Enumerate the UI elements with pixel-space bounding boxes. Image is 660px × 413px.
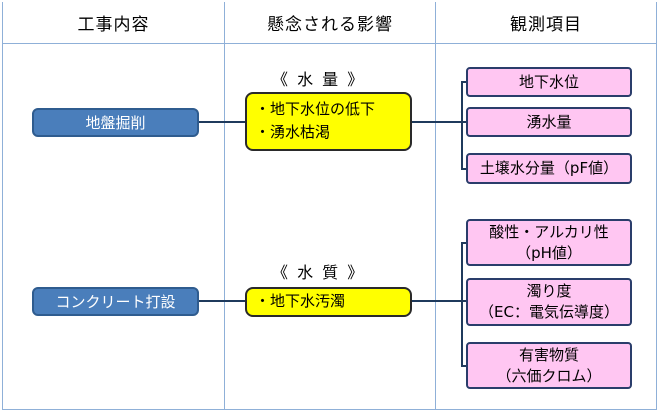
work-box-concrete: コンクリート打設	[32, 287, 199, 316]
observation-box-groundwater-level: 地下水位	[466, 67, 632, 97]
connector-obs-6	[461, 365, 467, 367]
connector-obs-1	[461, 81, 467, 83]
work-label-excavation: 地盤掘削	[85, 114, 146, 132]
work-box-excavation: 地盤掘削	[32, 108, 199, 137]
observation-sublabel: （pH値）	[516, 243, 582, 262]
header-impact-label: 懸念される影響	[267, 15, 393, 35]
connector-branch-vertical	[461, 81, 463, 170]
connector-obs-5	[461, 300, 467, 302]
connector-obs-2	[461, 121, 467, 123]
header-work: 工事内容	[3, 2, 224, 44]
column-divider-2	[435, 2, 436, 410]
category-quality: 《 水 質 》	[272, 263, 366, 282]
work-label-concrete: コンクリート打設	[55, 293, 176, 311]
connector-obs-4	[461, 242, 467, 244]
connector-impact2-branch	[411, 300, 463, 302]
observation-box-soil-moisture: 土壌水分量（pF値）	[466, 153, 632, 184]
observation-label: 酸性・アルカリ性	[489, 222, 609, 241]
observation-sublabel: （六価クロム）	[496, 366, 602, 385]
observation-label: 地下水位	[518, 72, 579, 91]
category-quantity: 《 水 量 》	[272, 70, 366, 89]
connector-work1-impact	[198, 121, 246, 123]
impact-item: ・地下水汚濁	[255, 292, 346, 310]
header-observation-label: 観測項目	[510, 15, 582, 35]
observation-label: 濁り度	[526, 282, 572, 300]
connector-obs-3	[461, 168, 467, 170]
impact-item: ・地下水位の低下	[255, 100, 376, 118]
connector-branch2-vertical	[461, 242, 463, 366]
observation-box-ph: 酸性・アルカリ性 （pH値）	[466, 219, 632, 266]
connector-impact-branch	[411, 121, 463, 123]
observation-box-hazardous: 有害物質 （六価クロム）	[466, 342, 632, 389]
observation-label: 湧水量	[526, 112, 572, 131]
observation-label: 土壌水分量（pF値）	[479, 159, 619, 177]
impact-box-quantity: ・地下水位の低下 ・湧水枯渇	[245, 92, 412, 151]
observation-box-turbidity: 濁り度 （EC：電気伝導度）	[466, 278, 632, 326]
header-impact: 懸念される影響	[225, 2, 435, 44]
impact-box-quality: ・地下水汚濁	[245, 287, 412, 317]
observation-label: 有害物質	[518, 345, 579, 364]
header-work-label: 工事内容	[77, 15, 150, 35]
impact-item: ・湧水枯渇	[255, 123, 331, 141]
observation-box-spring-flow: 湧水量	[466, 107, 632, 137]
connector-work2-impact	[198, 300, 246, 302]
header-observation: 観測項目	[436, 2, 656, 44]
observation-sublabel: （EC：電気伝導度）	[479, 303, 619, 321]
column-divider-1	[224, 2, 225, 410]
